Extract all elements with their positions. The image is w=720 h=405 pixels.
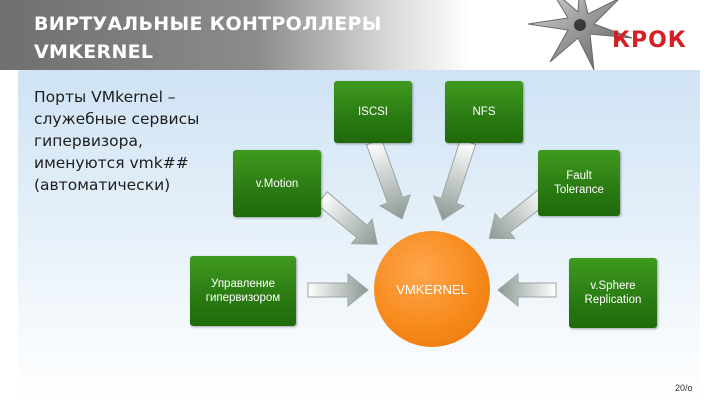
shuriken-star-icon — [527, 0, 633, 70]
node-vmotion: v.Motion — [233, 150, 321, 217]
page-number: 20/о — [675, 383, 693, 393]
arrow-vmotion — [316, 191, 378, 245]
node-management: Управление гипервизором — [190, 256, 296, 326]
node-fault-tolerance: Fault Tolerance — [538, 150, 620, 216]
arrow-management — [307, 272, 369, 308]
arrow-nfs — [432, 138, 477, 221]
node-replication: v.Sphere Replication — [569, 258, 657, 328]
node-nfs: NFS — [445, 81, 523, 143]
company-logo: КРОК — [612, 28, 687, 53]
title-band — [0, 0, 470, 70]
description-text: Порты VMkernel – служебные сервисы гипер… — [34, 88, 200, 194]
arrow-replication — [497, 272, 557, 308]
slide-header: ВИРТУАЛЬНЫЕ КОНТРОЛЛЕРЫ VMKERNEL КРОК — [0, 0, 720, 72]
arrow-iscsi — [365, 138, 412, 220]
node-iscsi: ISCSI — [334, 81, 412, 143]
slide-title: ВИРТУАЛЬНЫЕ КОНТРОЛЛЕРЫ VMKERNEL — [34, 13, 382, 63]
vmkernel-hub: VMKERNEL — [374, 231, 490, 347]
